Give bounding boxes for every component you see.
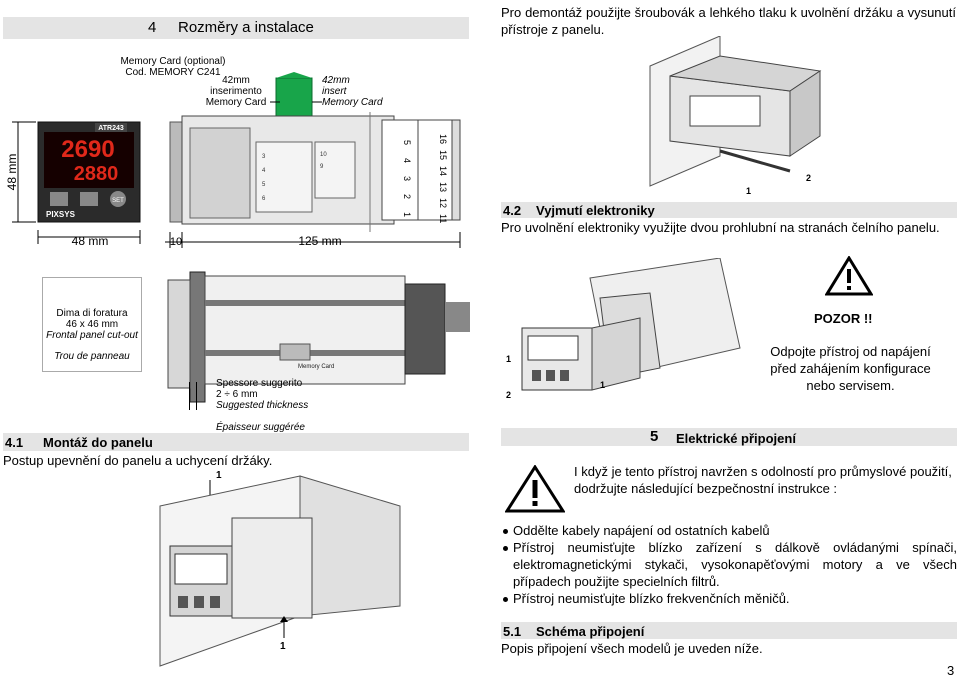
- svg-text:11: 11: [438, 214, 448, 223]
- section-5-title: Elektrické připojení: [676, 431, 796, 446]
- svg-text:6: 6: [262, 196, 266, 202]
- set-button: [110, 191, 126, 207]
- section-4-1-text: Postup upevnění do panelu a uchycení drž…: [3, 453, 273, 468]
- safety-warning-icon: [505, 465, 565, 513]
- thickness-label: Spessore suggerito 2 ÷ 6 mm Suggested th…: [216, 378, 308, 433]
- svg-text:15: 15: [438, 150, 448, 160]
- section-4-1-number: 4.1: [5, 435, 24, 450]
- section-4-number: 4: [148, 19, 157, 36]
- side-view-drawing: Memory Card: [167, 271, 470, 403]
- side-memory-card-label: Memory Card: [298, 364, 334, 370]
- cutout-line4: Trou de panneau: [54, 351, 130, 362]
- section-5-1-title: Schéma připojení: [536, 624, 645, 639]
- section-4-1-title: Montáž do panelu: [43, 435, 153, 450]
- warning-icon: [825, 256, 873, 296]
- mount-label-1b: 1: [280, 641, 286, 652]
- en-insert: insert: [322, 86, 347, 97]
- section-5-1-text: Popis připojení všech modelů je uveden n…: [501, 641, 763, 656]
- memory-card-italian: 42mm inserimento Memory Card: [196, 75, 276, 108]
- it-42mm: 42mm: [222, 75, 250, 86]
- panel-mounting-drawing: 1 2 2 1: [159, 470, 401, 667]
- width-10-text: 10: [170, 236, 182, 248]
- svg-text:16: 16: [438, 134, 448, 144]
- removal-label-1: 1: [746, 186, 751, 196]
- memory-card-code: Cod. MEMORY C241: [125, 67, 221, 78]
- it-memory-card: Memory Card: [205, 97, 267, 108]
- section-4-1-header: 4.1 Montáž do panelu: [3, 433, 469, 451]
- bullet-item: Přístroj neumisťujte blízko zařízení s d…: [503, 539, 957, 590]
- warning-text: Odpojte přístroj od napájení před zaháje…: [770, 344, 931, 393]
- section-5-number: 5: [650, 428, 659, 445]
- it-inserimento: inserimento: [210, 86, 262, 97]
- svg-text:5: 5: [262, 182, 266, 188]
- safety-bullets: Oddělte kabely napájení od ostatních kab…: [503, 522, 957, 607]
- svg-text:4: 4: [402, 158, 412, 163]
- electronics-removal-drawing: 1 2 1: [506, 258, 741, 400]
- elec-label-1a: 1: [506, 354, 511, 364]
- bullet-item: Přístroj neumisťujte blízko frekvenčních…: [503, 590, 957, 607]
- cutout-line2: 46 x 46 mm: [65, 319, 119, 330]
- elec-label-1b: 1: [600, 380, 605, 390]
- en-memory-card: Memory Card: [322, 97, 383, 108]
- display-top: 2690: [61, 136, 114, 163]
- terminals-right: 16 15 14 13 12 11: [438, 134, 448, 223]
- svg-text:2: 2: [402, 194, 412, 199]
- memory-card-line1: Memory Card (optional): [120, 56, 226, 67]
- page-number: 3: [947, 663, 955, 678]
- svg-text:5: 5: [402, 140, 412, 145]
- section-5-1-header: 5.1 Schéma připojení: [501, 622, 957, 639]
- svg-text:3: 3: [262, 154, 266, 160]
- memory-card-english: 42mm insert Memory Card: [322, 75, 392, 108]
- svg-text:1: 1: [402, 212, 412, 217]
- width-48-text: 48 mm: [72, 234, 109, 248]
- svg-text:12: 12: [438, 198, 448, 208]
- width-125-text: 125 mm: [298, 234, 341, 248]
- section-5-1-number: 5.1: [503, 624, 522, 639]
- svg-text:4: 4: [262, 168, 266, 174]
- removal-intro-text: Pro demontáž použijte šroubovák a lehkéh…: [501, 5, 956, 37]
- section-4-title: Rozměry a instalace: [178, 19, 314, 36]
- removal-label-2: 2: [806, 173, 811, 183]
- elec-label-2: 2: [506, 390, 511, 400]
- device-model: ATR243: [98, 125, 124, 132]
- section-4-2-text: Pro uvolnění elektroniky využijte dvou p…: [501, 220, 940, 235]
- memory-card-green: [275, 77, 313, 123]
- svg-text:10: 10: [320, 152, 327, 158]
- thickness-arrows: [189, 382, 197, 410]
- set-label: SET: [112, 198, 124, 204]
- section-4-2-title: Vyjmutí elektroniky: [536, 203, 655, 218]
- button-1: [50, 192, 68, 206]
- display-bottom: 2880: [74, 163, 119, 185]
- thickness-line2: 2 ÷ 6 mm: [216, 389, 258, 400]
- button-2: [80, 192, 98, 206]
- thickness-line1: Spessore suggerito: [216, 378, 303, 389]
- svg-text:9: 9: [320, 164, 324, 170]
- cutout-line1: Dima di foratura: [56, 308, 128, 319]
- dimension-drawing: 48 mm ATR243 2690 2880 SET PIXSYS 48 mm …: [5, 72, 461, 248]
- svg-text:14: 14: [438, 166, 448, 176]
- height-48-text: 48 mm: [5, 154, 19, 191]
- thickness-line4: Épaisseur suggérée: [216, 422, 305, 433]
- svg-text:13: 13: [438, 182, 448, 192]
- panel-cutout-box: Dima di foratura 46 x 46 mm Frontal pane…: [42, 277, 142, 372]
- svg-text:3: 3: [402, 176, 412, 181]
- warning-title: POZOR !!: [814, 311, 873, 326]
- mount-label-1a: 1: [216, 470, 222, 481]
- bullet-item: Oddělte kabely napájení od ostatních kab…: [503, 522, 957, 539]
- brand-logo: PIXSYS: [46, 210, 76, 219]
- safety-warning-text: I když je tento přístroj navržen s odoln…: [574, 464, 952, 496]
- section-5-header: 5 Elektrické připojení: [501, 428, 957, 446]
- memory-card-label: Memory Card (optional) Cod. MEMORY C241: [118, 56, 228, 78]
- cutout-line3: Frontal panel cut-out: [46, 330, 138, 341]
- section-4-2-header: 4.2 Vyjmutí elektroniky: [501, 202, 957, 218]
- section-4-header: 4 Rozměry a instalace: [3, 17, 469, 39]
- section-4-2-number: 4.2: [503, 203, 522, 218]
- thickness-line3: Suggested thickness: [216, 400, 309, 411]
- en-42mm: 42mm: [322, 75, 350, 86]
- removal-drawing: 1 2: [649, 36, 822, 196]
- terminals-left: 5 4 3 2 1: [402, 140, 412, 217]
